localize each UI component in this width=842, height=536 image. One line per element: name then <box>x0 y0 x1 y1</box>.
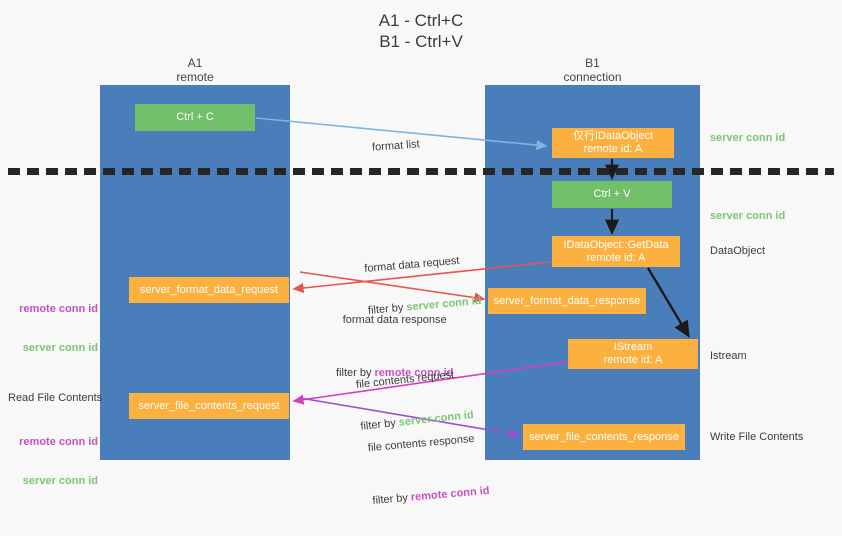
note-read-file-contents: Read File Contents <box>8 392 103 404</box>
edge-label-format-list: format list <box>370 109 422 182</box>
filter-prefix: filter by <box>372 491 412 507</box>
edge-label-file-contents-response-filter: filter by remote conn id <box>372 484 490 508</box>
note-server-conn-id-mid: server conn id <box>710 210 786 222</box>
filter-value-remote-conn-id: remote conn id <box>410 484 490 504</box>
edge-label-file-contents-response: file contents response filter by remote … <box>365 403 493 536</box>
edge-label-format-list-text: format list <box>371 138 421 154</box>
column-header-b1: B1 connection <box>563 56 622 84</box>
box-server-format-data-response[interactable]: server_format_data_response <box>488 288 646 314</box>
note-server-conn-id-top: server conn id <box>710 132 786 144</box>
note-write-file-contents: Write File Contents <box>710 431 804 443</box>
edge-label-file-contents-request-text: file contents request <box>355 368 455 392</box>
note-conn-ids-upper: remote conn id server conn id <box>8 277 98 381</box>
filter-prefix: filter by <box>336 367 375 379</box>
box-istream[interactable]: IStream remote id: A <box>568 339 698 369</box>
filter-value-remote-conn-id: remote conn id <box>374 367 454 379</box>
edge-label-file-contents-response-text: file contents response <box>367 432 476 455</box>
note-istream: Istream <box>710 350 747 362</box>
note-dataobject: DataObject <box>710 245 766 257</box>
note-conn-ids-lower: remote conn id server conn id <box>8 410 98 514</box>
edge-label-format-data-request-text: format data request <box>363 254 460 276</box>
box-server-file-contents-response[interactable]: server_file_contents_response <box>523 424 685 450</box>
diagram-canvas: A1 - Ctrl+C B1 - Ctrl+V A1 remote B1 con… <box>8 11 834 507</box>
box-server-format-data-request[interactable]: server_format_data_request <box>129 277 289 303</box>
edge-label-format-data-response-filter: filter by remote conn id <box>336 366 453 380</box>
page-title: A1 - Ctrl+C B1 - Ctrl+V <box>378 11 464 51</box>
note-server-conn-id-2: server conn id <box>22 475 98 487</box>
box-ctrl-v[interactable]: Ctrl + V <box>552 181 672 208</box>
box-idataobject-getdata[interactable]: IDataObject::GetData remote id: A <box>552 236 680 267</box>
phase-divider <box>8 168 834 175</box>
box-idataobject[interactable]: 仅行IDataObject remote id: A <box>552 128 674 158</box>
note-remote-conn-id-2: remote conn id <box>19 436 98 448</box>
box-server-file-contents-request[interactable]: server_file_contents_request <box>129 393 289 419</box>
edge-label-format-data-response-text: format data response <box>342 314 447 326</box>
note-remote-conn-id-1: remote conn id <box>19 303 98 315</box>
column-header-a1: A1 remote <box>176 56 214 84</box>
note-server-conn-id-1: server conn id <box>22 342 98 354</box>
edge-label-format-data-response: format data response filter by remote co… <box>336 285 453 408</box>
box-ctrl-c[interactable]: Ctrl + C <box>135 104 255 131</box>
